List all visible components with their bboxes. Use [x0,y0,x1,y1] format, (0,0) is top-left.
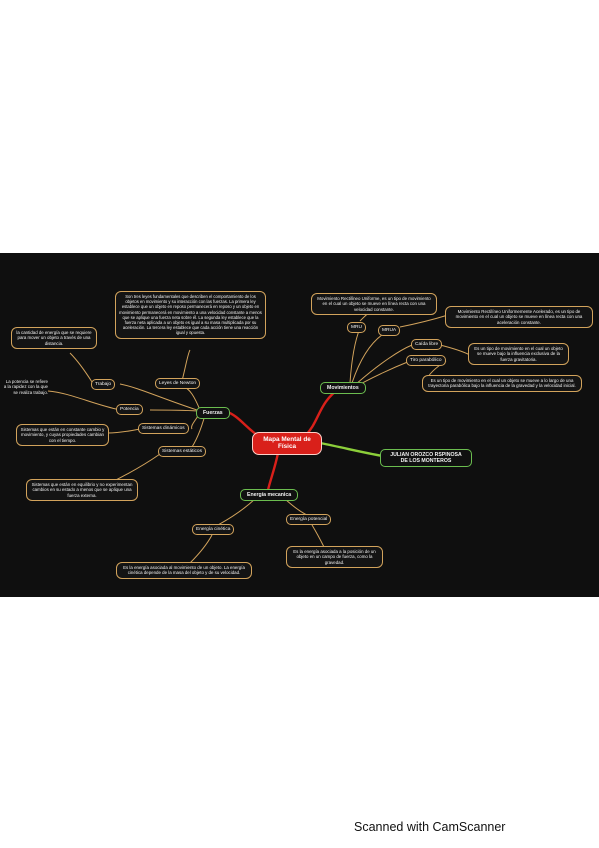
tiro-parabolico-description: Es un tipo de movimiento en el cual un o… [422,375,582,392]
caida-libre-description: Es un tipo de movimiento en el cual un o… [468,343,569,365]
tiro-parabolico-node[interactable]: Tiro parabólico [406,355,446,366]
link-leyes-desc [181,349,191,382]
potencia-description: La potencia se refiere a la rapidez con … [3,379,48,395]
mind-map-canvas: Mapa Mental de Física JULIAN OROZCO RSPI… [0,253,599,597]
sistemas-estaticos-description: Sistemas que están en equilibrio y no ex… [26,479,138,501]
link-energia-cinetica [217,498,256,526]
energia-cinetica-description: Es la energía asociada al movimiento de … [116,562,252,579]
leyes-newton-text: Son tres leyes fundamentales que describ… [119,294,262,336]
link-fuerzas-estaticos [189,414,206,451]
caida-libre-label: Caída libre [415,341,439,347]
mrua-label: MRUA [382,327,397,333]
potencia-node[interactable]: Potencia [116,404,143,415]
potencia-text: La potencia se refiere a la rapidez con … [3,379,48,395]
energia-cinetica-label: Energía cinética [196,526,231,532]
root-node[interactable]: Mapa Mental de Física [252,432,322,455]
link-mov-mrua [351,330,389,384]
tiro-parabolico-text: Es un tipo de movimiento en el cual un o… [428,378,576,389]
potencia-label: Potencia [120,406,139,412]
sistemas-dinamicos-description: Sistemas que están en constante cambio y… [16,424,109,446]
energia-potencial-description: Es la energía asociada a la posición de … [286,546,383,568]
mru-node[interactable]: MRU [347,322,366,333]
trabajo-description: la cantidad de energía que se requiere p… [11,327,97,349]
mrua-text: Movimiento Rectilíneo Uniformemente Acel… [455,309,583,325]
link-mrua-desc [399,314,449,328]
sistemas-estaticos-text: Sistemas que están en equilibrio y no ex… [31,482,133,498]
link-potencial-desc [311,524,325,548]
leyes-newton-description: Son tres leyes fundamentales que describ… [115,291,266,339]
link-fuerzas-trabajo [119,383,201,412]
mru-text: Movimiento Rectilíneo Uniforme, es un ti… [317,296,431,312]
sistemas-dinamicos-label: Sistemas dinámicos [142,425,185,431]
trabajo-text: la cantidad de energía que se requiere p… [16,330,92,346]
energia-mecanica-label: Energía mecanica [247,492,292,498]
mrua-description: Movimiento Rectilíneo Uniformemente Acel… [445,306,593,328]
link-cinetica-desc [189,534,213,564]
trabajo-node[interactable]: Trabajo [91,379,116,390]
tiro-parabolico-label: Tiro parabólico [410,357,442,363]
movimientos-label: Movimientos [327,385,359,391]
author-node[interactable]: JULIAN OROZCO RSPINOSA DE LOS MONTEROS [380,449,472,468]
link-root-energia [266,452,280,491]
energia-potencial-text: Es la energía asociada a la posición de … [293,549,376,565]
leyes-newton-label: Leyes de Newton [159,380,197,386]
energia-cinetica-node[interactable]: Energía cinética [192,524,235,535]
sistemas-estaticos-node[interactable]: Sistemas estáticos [158,446,206,457]
link-fuerzas-potencia [149,409,199,412]
mru-description: Movimiento Rectilíneo Uniforme, es un ti… [311,293,437,315]
link-caida-desc [439,344,471,356]
link-fuerzas-leyes [181,385,201,411]
energia-potencial-label: Energía potencial [290,516,328,522]
sistemas-estaticos-label: Sistemas estáticos [162,448,202,454]
link-potencia-desc [47,390,117,410]
movimientos-node[interactable]: Movimientos [320,382,366,394]
energia-potencial-node[interactable]: Energía potencial [286,514,332,525]
link-root-author [319,441,384,458]
camscanner-watermark: Scanned with CamScanner [354,820,506,834]
root-title: Mapa Mental de Física [263,436,311,451]
energia-mecanica-node[interactable]: Energía mecanica [240,489,299,501]
energia-cinetica-text: Es la energía asociada al movimiento de … [123,565,245,576]
link-root-movimientos [304,387,341,437]
sistemas-dinamicos-text: Sistemas que están en constante cambio y… [20,427,105,443]
link-dinamicos-desc [107,428,141,434]
author-name: JULIAN OROZCO RSPINOSA DE LOS MONTEROS [390,452,462,465]
caida-libre-node[interactable]: Caída libre [411,339,443,350]
leyes-newton-node[interactable]: Leyes de Newton [155,378,201,389]
caida-libre-text: Es un tipo de movimiento en el cual un o… [474,346,563,362]
link-trabajo-desc [69,352,93,383]
link-mov-caida [354,344,413,386]
trabajo-label: Trabajo [95,381,112,387]
fuerzas-node[interactable]: Fuerzas [196,407,230,419]
mru-label: MRU [351,324,362,330]
sistemas-dinamicos-node[interactable]: Sistemas dinámicos [138,423,189,434]
mrua-node[interactable]: MRUA [378,325,401,336]
fuerzas-label: Fuerzas [203,410,223,416]
